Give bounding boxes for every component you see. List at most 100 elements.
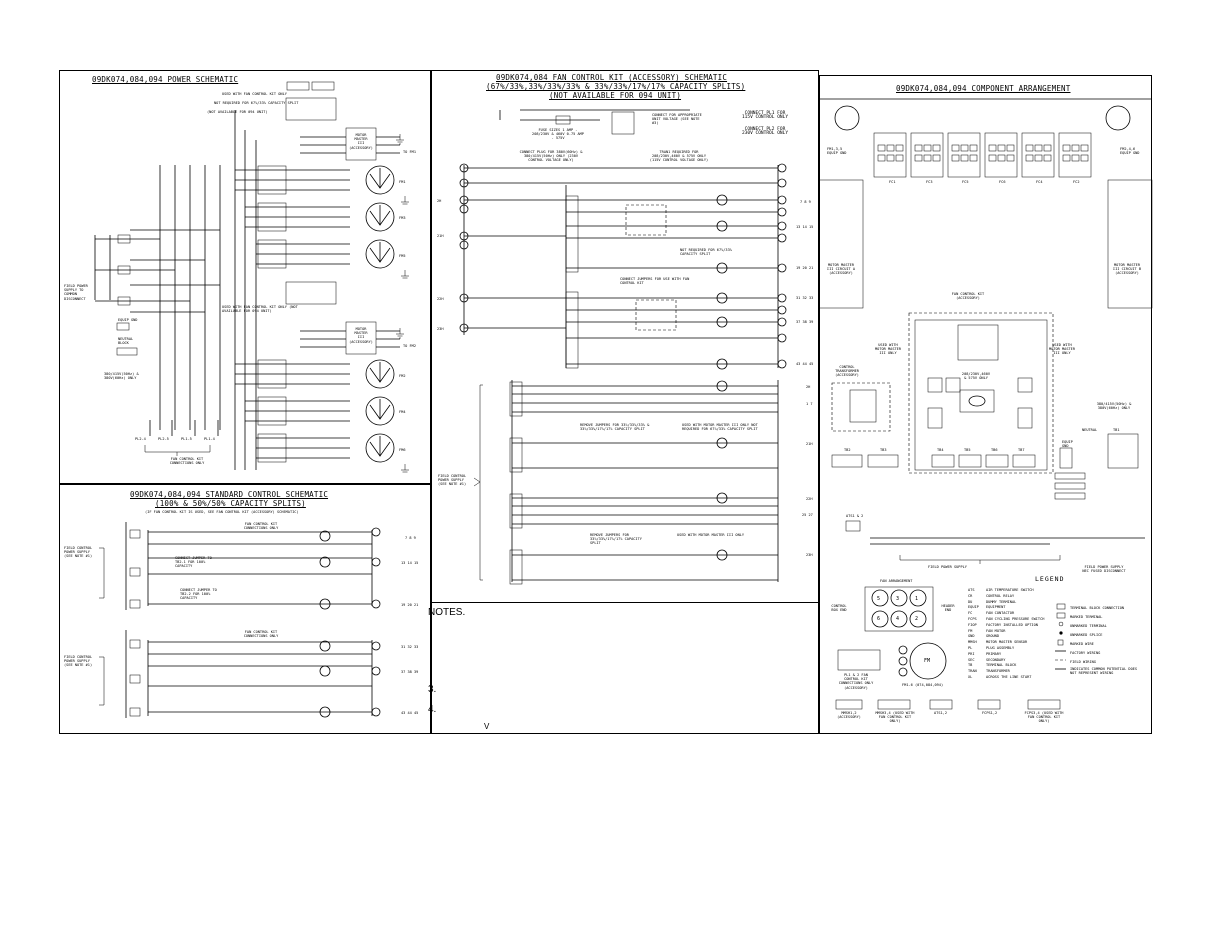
fan-kit-right-num-7: 2H bbox=[806, 385, 811, 389]
fan-kit-connect-voltage: CONNECT FOR APPROPRIATE UNIT VOLTAGE (SE… bbox=[652, 113, 702, 126]
power-voltage-note: 380/415V(50Hz) & 380V(60Hz) ONLY bbox=[104, 372, 139, 381]
comp-bottom-part-5: FCPS3,4 (USED WITH FAN CONTROL KIT ONLY) bbox=[1024, 711, 1064, 724]
fan-kit-left-num-1: 2H bbox=[437, 199, 442, 203]
comp-tb2: TB2 bbox=[844, 448, 851, 452]
power-plug-4: PL1-4 bbox=[204, 437, 215, 441]
component-arrangement-title: 09DK074,084,094 COMPONENT ARRANGEMENT bbox=[896, 84, 1071, 93]
fan-kit-right-num-2: 13 14 15 bbox=[796, 225, 814, 229]
fan-kit-title-2: (67%/33%,33%/33%/33% & 33%/33%/17%/17% C… bbox=[486, 82, 746, 91]
fuse-fc1: FC1 bbox=[889, 180, 896, 184]
comp-bottom-part-3: ATS1,2 bbox=[934, 711, 947, 715]
power-to-fm2: TO FM2 bbox=[403, 344, 416, 348]
note-item-3: 3. bbox=[428, 684, 437, 695]
comp-legend-title: LEGEND bbox=[1035, 575, 1065, 583]
std-right-num-3: 19 20 21 bbox=[401, 603, 419, 607]
std-connect-jumper-2: CONNECT JUMPER TO TB2-2 FOR 100% CAPACIT… bbox=[180, 588, 217, 601]
power-fan-kit-note-lower: USED WITH FAN CONTROL KIT ONLY (NOT AVAI… bbox=[222, 305, 298, 314]
fuse-fc5: FC5 bbox=[962, 180, 969, 184]
comp-used-mm-right: USED WITH MOTOR MASTER III ONLY bbox=[1049, 343, 1075, 356]
comp-control-box-end: CONTROL BOX END bbox=[831, 604, 847, 613]
fan-kit-left-num-4: 23H bbox=[437, 327, 444, 331]
power-field-supply: FIELD POWER SUPPLY TO COMMON DISCONNECT bbox=[64, 284, 88, 301]
comp-pl-caption: PL1 & 2 FAN CONTROL KIT CONNECTIONS ONLY… bbox=[838, 673, 874, 690]
std-fan-kit-conn-1: FAN CONTROL KIT CONNECTIONS ONLY bbox=[243, 522, 279, 531]
fan-kit-right-num-9: 21H bbox=[806, 442, 813, 446]
comp-bottom-part-4: FCPS1,2 bbox=[982, 711, 998, 715]
fan-kit-right-num-6: 43 44 45 bbox=[796, 362, 814, 366]
legend-symbol-list: TERMINAL BLOCK CONNECTION MARKED TERMINA… bbox=[1070, 606, 1138, 676]
standard-control-subtitle: (IF FAN CONTROL KIT IS USED, SEE FAN CON… bbox=[145, 510, 299, 514]
power-wiring bbox=[94, 81, 409, 473]
power-plug-3: PL1-5 bbox=[181, 437, 192, 441]
fan-label-fm2: FM2 bbox=[399, 374, 406, 378]
fan-kit-connect-jumper: CONNECT JUMPERS FOR USE WITH FAN CONTROL… bbox=[620, 277, 690, 286]
comp-tb5: TB5 bbox=[964, 448, 971, 452]
standard-control-title-1: 09DK074,084,094 STANDARD CONTROL SCHEMAT… bbox=[130, 490, 329, 499]
fan-pos-2: 2 bbox=[915, 616, 919, 622]
notes-panel bbox=[431, 603, 819, 734]
power-schematic-panel bbox=[59, 70, 431, 484]
fan-kit-right-num-10: 22H bbox=[806, 497, 813, 501]
fan-kit-connect-pl1: CONNECT PL1 FOR 115V CONTROL ONLY bbox=[741, 111, 789, 121]
std-field-control-1: FIELD CONTROL POWER SUPPLY (SEE NOTE #1) bbox=[64, 546, 93, 559]
comp-tb3: TB3 bbox=[880, 448, 887, 452]
fan-kit-used-mm: USED WITH MOTOR MASTER III ONLY NOT REQU… bbox=[682, 423, 758, 432]
power-fan-kit-note-3: (NOT AVAILABLE FOR 094 UNIT) bbox=[207, 110, 268, 114]
power-plug-1: PL2-4 bbox=[135, 437, 146, 441]
comp-bottom-part-2: MMSH3,4 (USED WITH FAN CONTROL KIT ONLY) bbox=[875, 711, 915, 724]
fan-kit-right-num-11: 25 27 bbox=[802, 513, 813, 517]
comp-fan-control-kit: FAN CONTROL KIT (ACCESSORY) bbox=[951, 292, 985, 301]
comp-used-mm-left: USED WITH MOTOR MASTER III ONLY bbox=[875, 343, 901, 356]
comp-tb6: TB6 bbox=[991, 448, 998, 452]
component-arrangement-panel bbox=[819, 75, 1152, 734]
fan-label-fm4: FM4 bbox=[399, 410, 406, 414]
power-plug-caption: FAN CONTROL KIT CONNECTIONS ONLY bbox=[169, 457, 205, 466]
fan-kit-connect-pl2: CONNECT PL2 FOR 230V CONTROL ONLY bbox=[741, 127, 789, 137]
std-right-num-4: 31 32 33 bbox=[401, 645, 419, 649]
fan-control-kit-panel bbox=[431, 70, 819, 603]
comp-left-gnd: FM1,3,5 EQUIP GND bbox=[827, 147, 847, 156]
comp-control-transformer: CONTROL TRANSFORMER (ACCESSORY) bbox=[835, 365, 859, 378]
fan-pos-6: 6 bbox=[877, 616, 881, 622]
fan-kit-not-required: NOT REQUIRED FOR 67%/33% CAPACITY SPLIT bbox=[680, 248, 732, 257]
comp-voltage-note: 380/415V(50Hz) & 380V(60Hz) ONLY bbox=[1096, 402, 1132, 411]
fan-kit-right-num-5: 37 38 39 bbox=[796, 320, 814, 324]
fan-kit-right-num-8: 1 7 bbox=[806, 402, 813, 406]
comp-tb4: TB4 bbox=[937, 448, 944, 452]
fan-pos-1: 1 bbox=[915, 596, 919, 602]
fan-kit-remove-jumpers-2: REMOVE JUMPERS FOR 33%/33%/17%/17% CAPAC… bbox=[590, 533, 642, 546]
fan-label-fm1: FM1 bbox=[399, 180, 406, 184]
fan-kit-title-3: (NOT AVAILABLE FOR 094 UNIT) bbox=[549, 91, 682, 100]
fan-kit-left-num-2: 21H bbox=[437, 234, 444, 238]
fan-pos-3: 3 bbox=[896, 596, 900, 602]
power-to-fm1: TO FM1 bbox=[403, 150, 416, 154]
fan-pos-5: 5 bbox=[877, 596, 881, 602]
comp-field-power-right: FIELD POWER SUPPLY NEC FUSED DISCONNECT bbox=[1082, 565, 1126, 574]
power-fan-kit-note-2: NOT REQUIRED FOR 67%/33% CAPACITY SPLIT bbox=[214, 101, 299, 105]
fuse-fc4: FC4 bbox=[1036, 180, 1043, 184]
std-fan-kit-conn-2: FAN CONTROL KIT CONNECTIONS ONLY bbox=[243, 630, 279, 639]
fm-motor-label: FM bbox=[924, 658, 931, 664]
comp-motor-master-b: MOTOR MASTER III CIRCUIT B (ACCESSORY) bbox=[1112, 263, 1142, 276]
fan-kit-right-num-12: 23H bbox=[806, 553, 813, 557]
std-right-num-1: 7 8 9 bbox=[405, 536, 416, 540]
fan-kit-right-num-3: 19 20 21 bbox=[796, 266, 814, 270]
std-field-control-2: FIELD CONTROL POWER SUPPLY (SEE NOTE #1) bbox=[64, 655, 93, 668]
notes-footer: V bbox=[484, 722, 490, 731]
comp-neutral: NEUTRAL bbox=[1082, 428, 1098, 432]
power-schematic-title: 09DK074,084,094 POWER SCHEMATIC bbox=[92, 75, 239, 84]
fan-kit-right-num-1: 7 8 9 bbox=[800, 200, 811, 204]
comp-bottom-part-1: MMSH1,2 (ACCESSORY) bbox=[837, 711, 861, 720]
standard-control-panel bbox=[59, 484, 431, 734]
power-equip-gnd: EQUIP GND bbox=[118, 318, 138, 322]
standard-control-wiring bbox=[99, 522, 381, 718]
power-plug-2: PL2-5 bbox=[158, 437, 169, 441]
comp-tb7: TB7 bbox=[1018, 448, 1025, 452]
fuse-fc3: FC3 bbox=[926, 180, 933, 184]
power-neutral: NEUTRAL BLOCK bbox=[118, 337, 134, 346]
fan-kit-used-mm-2: USED WITH MOTOR MASTER III ONLY bbox=[677, 533, 745, 537]
fuse-fc6: FC6 bbox=[999, 180, 1006, 184]
